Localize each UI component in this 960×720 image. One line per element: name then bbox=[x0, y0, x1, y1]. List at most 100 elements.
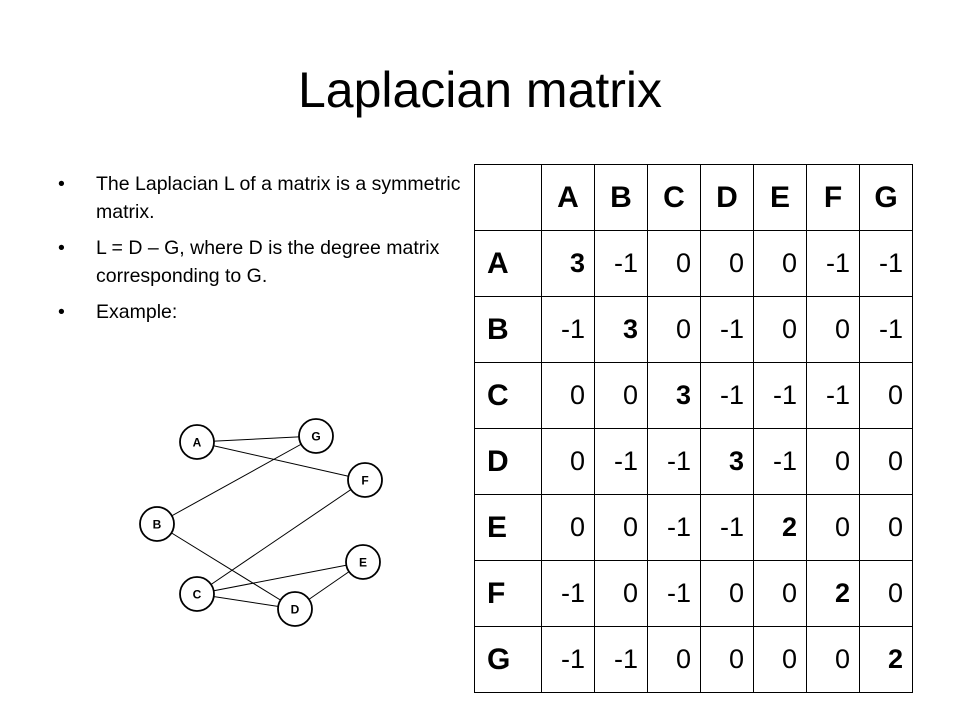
matrix-cell: -1 bbox=[700, 494, 754, 561]
graph-node-circle bbox=[277, 591, 313, 627]
matrix-cell: 0 bbox=[859, 428, 913, 495]
matrix-row-header: F bbox=[474, 560, 542, 627]
matrix-cell: 3 bbox=[700, 428, 754, 495]
matrix-col-header: B bbox=[594, 164, 648, 231]
graph-node-label: D bbox=[291, 603, 300, 617]
graph-node-c: C bbox=[179, 576, 215, 612]
matrix-row-header: A bbox=[474, 230, 542, 297]
matrix-cell: -1 bbox=[541, 626, 595, 693]
graph-node-a: A bbox=[179, 424, 215, 460]
matrix-cell: 3 bbox=[594, 296, 648, 363]
graph-node-label: G bbox=[311, 430, 320, 444]
matrix-cell: 0 bbox=[753, 296, 807, 363]
matrix-col-header: G bbox=[859, 164, 913, 231]
matrix-cell: 0 bbox=[594, 494, 648, 561]
matrix-cell: 0 bbox=[806, 494, 860, 561]
matrix-header-row: A B C D E F G bbox=[474, 164, 913, 231]
matrix-cell: 0 bbox=[647, 626, 701, 693]
matrix-cell: -1 bbox=[594, 626, 648, 693]
matrix-cell: -1 bbox=[700, 362, 754, 429]
matrix-cell: -1 bbox=[753, 362, 807, 429]
matrix-cell: 2 bbox=[806, 560, 860, 627]
bullet-item: L = D – G, where D is the degree matrix … bbox=[58, 234, 468, 290]
matrix-cell: 0 bbox=[647, 296, 701, 363]
matrix-cell: 0 bbox=[647, 230, 701, 297]
matrix-cell: 0 bbox=[594, 560, 648, 627]
graph-node-label: B bbox=[153, 518, 162, 532]
matrix-row: A 3 -1 0 0 0 -1 -1 bbox=[474, 230, 913, 297]
matrix-row: E 0 0 -1 -1 2 0 0 bbox=[474, 494, 913, 561]
matrix-cell: 2 bbox=[859, 626, 913, 693]
matrix-cell: 0 bbox=[753, 230, 807, 297]
matrix-cell: 0 bbox=[859, 560, 913, 627]
matrix-cell: 2 bbox=[753, 494, 807, 561]
bullet-item: The Laplacian L of a matrix is a symmetr… bbox=[58, 170, 468, 226]
matrix-row: D 0 -1 -1 3 -1 0 0 bbox=[474, 428, 913, 495]
matrix-row: C 0 0 3 -1 -1 -1 0 bbox=[474, 362, 913, 429]
graph-node-circle bbox=[345, 544, 381, 580]
graph-node-circle bbox=[179, 424, 215, 460]
matrix-cell: 0 bbox=[806, 626, 860, 693]
matrix-cell: 0 bbox=[806, 428, 860, 495]
matrix-col-header: F bbox=[806, 164, 860, 231]
graph-edge-a-f bbox=[196, 441, 366, 481]
matrix-cell: 0 bbox=[541, 362, 595, 429]
graph-node-d: D bbox=[277, 591, 313, 627]
graph-edge-c-f bbox=[196, 479, 366, 595]
graph-node-circle bbox=[179, 576, 215, 612]
matrix-cell: -1 bbox=[594, 428, 648, 495]
graph-node-circle bbox=[139, 506, 175, 542]
matrix-cell: -1 bbox=[806, 362, 860, 429]
matrix-cell: -1 bbox=[594, 230, 648, 297]
matrix-cell: -1 bbox=[541, 560, 595, 627]
matrix-cell: 0 bbox=[700, 230, 754, 297]
matrix-col-header: C bbox=[647, 164, 701, 231]
graph-node-circle bbox=[298, 418, 334, 454]
matrix-col-header: D bbox=[700, 164, 754, 231]
graph-edge-a-g bbox=[196, 435, 317, 443]
matrix-col-header: E bbox=[753, 164, 807, 231]
matrix-cell: -1 bbox=[753, 428, 807, 495]
graph-nodes: A G F B E C D bbox=[139, 418, 383, 627]
graph-edge-b-g bbox=[156, 435, 317, 525]
matrix-cell: 3 bbox=[541, 230, 595, 297]
matrix-cell: 3 bbox=[647, 362, 701, 429]
bullet-item: Example: bbox=[58, 298, 468, 326]
graph-node-label: A bbox=[193, 436, 202, 450]
matrix-cell: -1 bbox=[859, 296, 913, 363]
graph-edge-c-e bbox=[196, 561, 364, 595]
graph-node-circle bbox=[347, 462, 383, 498]
matrix-cell: 0 bbox=[859, 494, 913, 561]
matrix-row: B -1 3 0 -1 0 0 -1 bbox=[474, 296, 913, 363]
matrix-cell: 0 bbox=[541, 428, 595, 495]
matrix-cell: 0 bbox=[806, 296, 860, 363]
matrix-cell: -1 bbox=[647, 494, 701, 561]
matrix-cell: -1 bbox=[647, 428, 701, 495]
matrix-cell: 0 bbox=[753, 626, 807, 693]
matrix-cell: 0 bbox=[753, 560, 807, 627]
matrix-row-header: G bbox=[474, 626, 542, 693]
graph-node-f: F bbox=[347, 462, 383, 498]
matrix-cell: -1 bbox=[647, 560, 701, 627]
bullet-list: The Laplacian L of a matrix is a symmetr… bbox=[58, 170, 468, 334]
matrix-row: G -1 -1 0 0 0 0 2 bbox=[474, 626, 913, 693]
matrix-cell: 0 bbox=[541, 494, 595, 561]
matrix-row-header: C bbox=[474, 362, 542, 429]
laplacian-matrix-table: A B C D E F G A 3 -1 0 0 0 -1 -1 B -1 3 … bbox=[474, 164, 913, 693]
graph-node-g: G bbox=[298, 418, 334, 454]
matrix-cell: -1 bbox=[700, 296, 754, 363]
matrix-cell: 0 bbox=[700, 560, 754, 627]
matrix-row-header: B bbox=[474, 296, 542, 363]
graph-node-label: E bbox=[359, 556, 367, 570]
matrix-row: F -1 0 -1 0 0 2 0 bbox=[474, 560, 913, 627]
matrix-row-header: D bbox=[474, 428, 542, 495]
slide-title: Laplacian matrix bbox=[297, 62, 663, 118]
matrix-corner-cell bbox=[474, 164, 542, 231]
matrix-cell: -1 bbox=[541, 296, 595, 363]
matrix-cell: 0 bbox=[700, 626, 754, 693]
graph-node-label: F bbox=[361, 474, 368, 488]
graph-node-label: C bbox=[193, 588, 202, 602]
matrix-col-header: A bbox=[541, 164, 595, 231]
matrix-cell: -1 bbox=[806, 230, 860, 297]
graph-node-b: B bbox=[139, 506, 175, 542]
